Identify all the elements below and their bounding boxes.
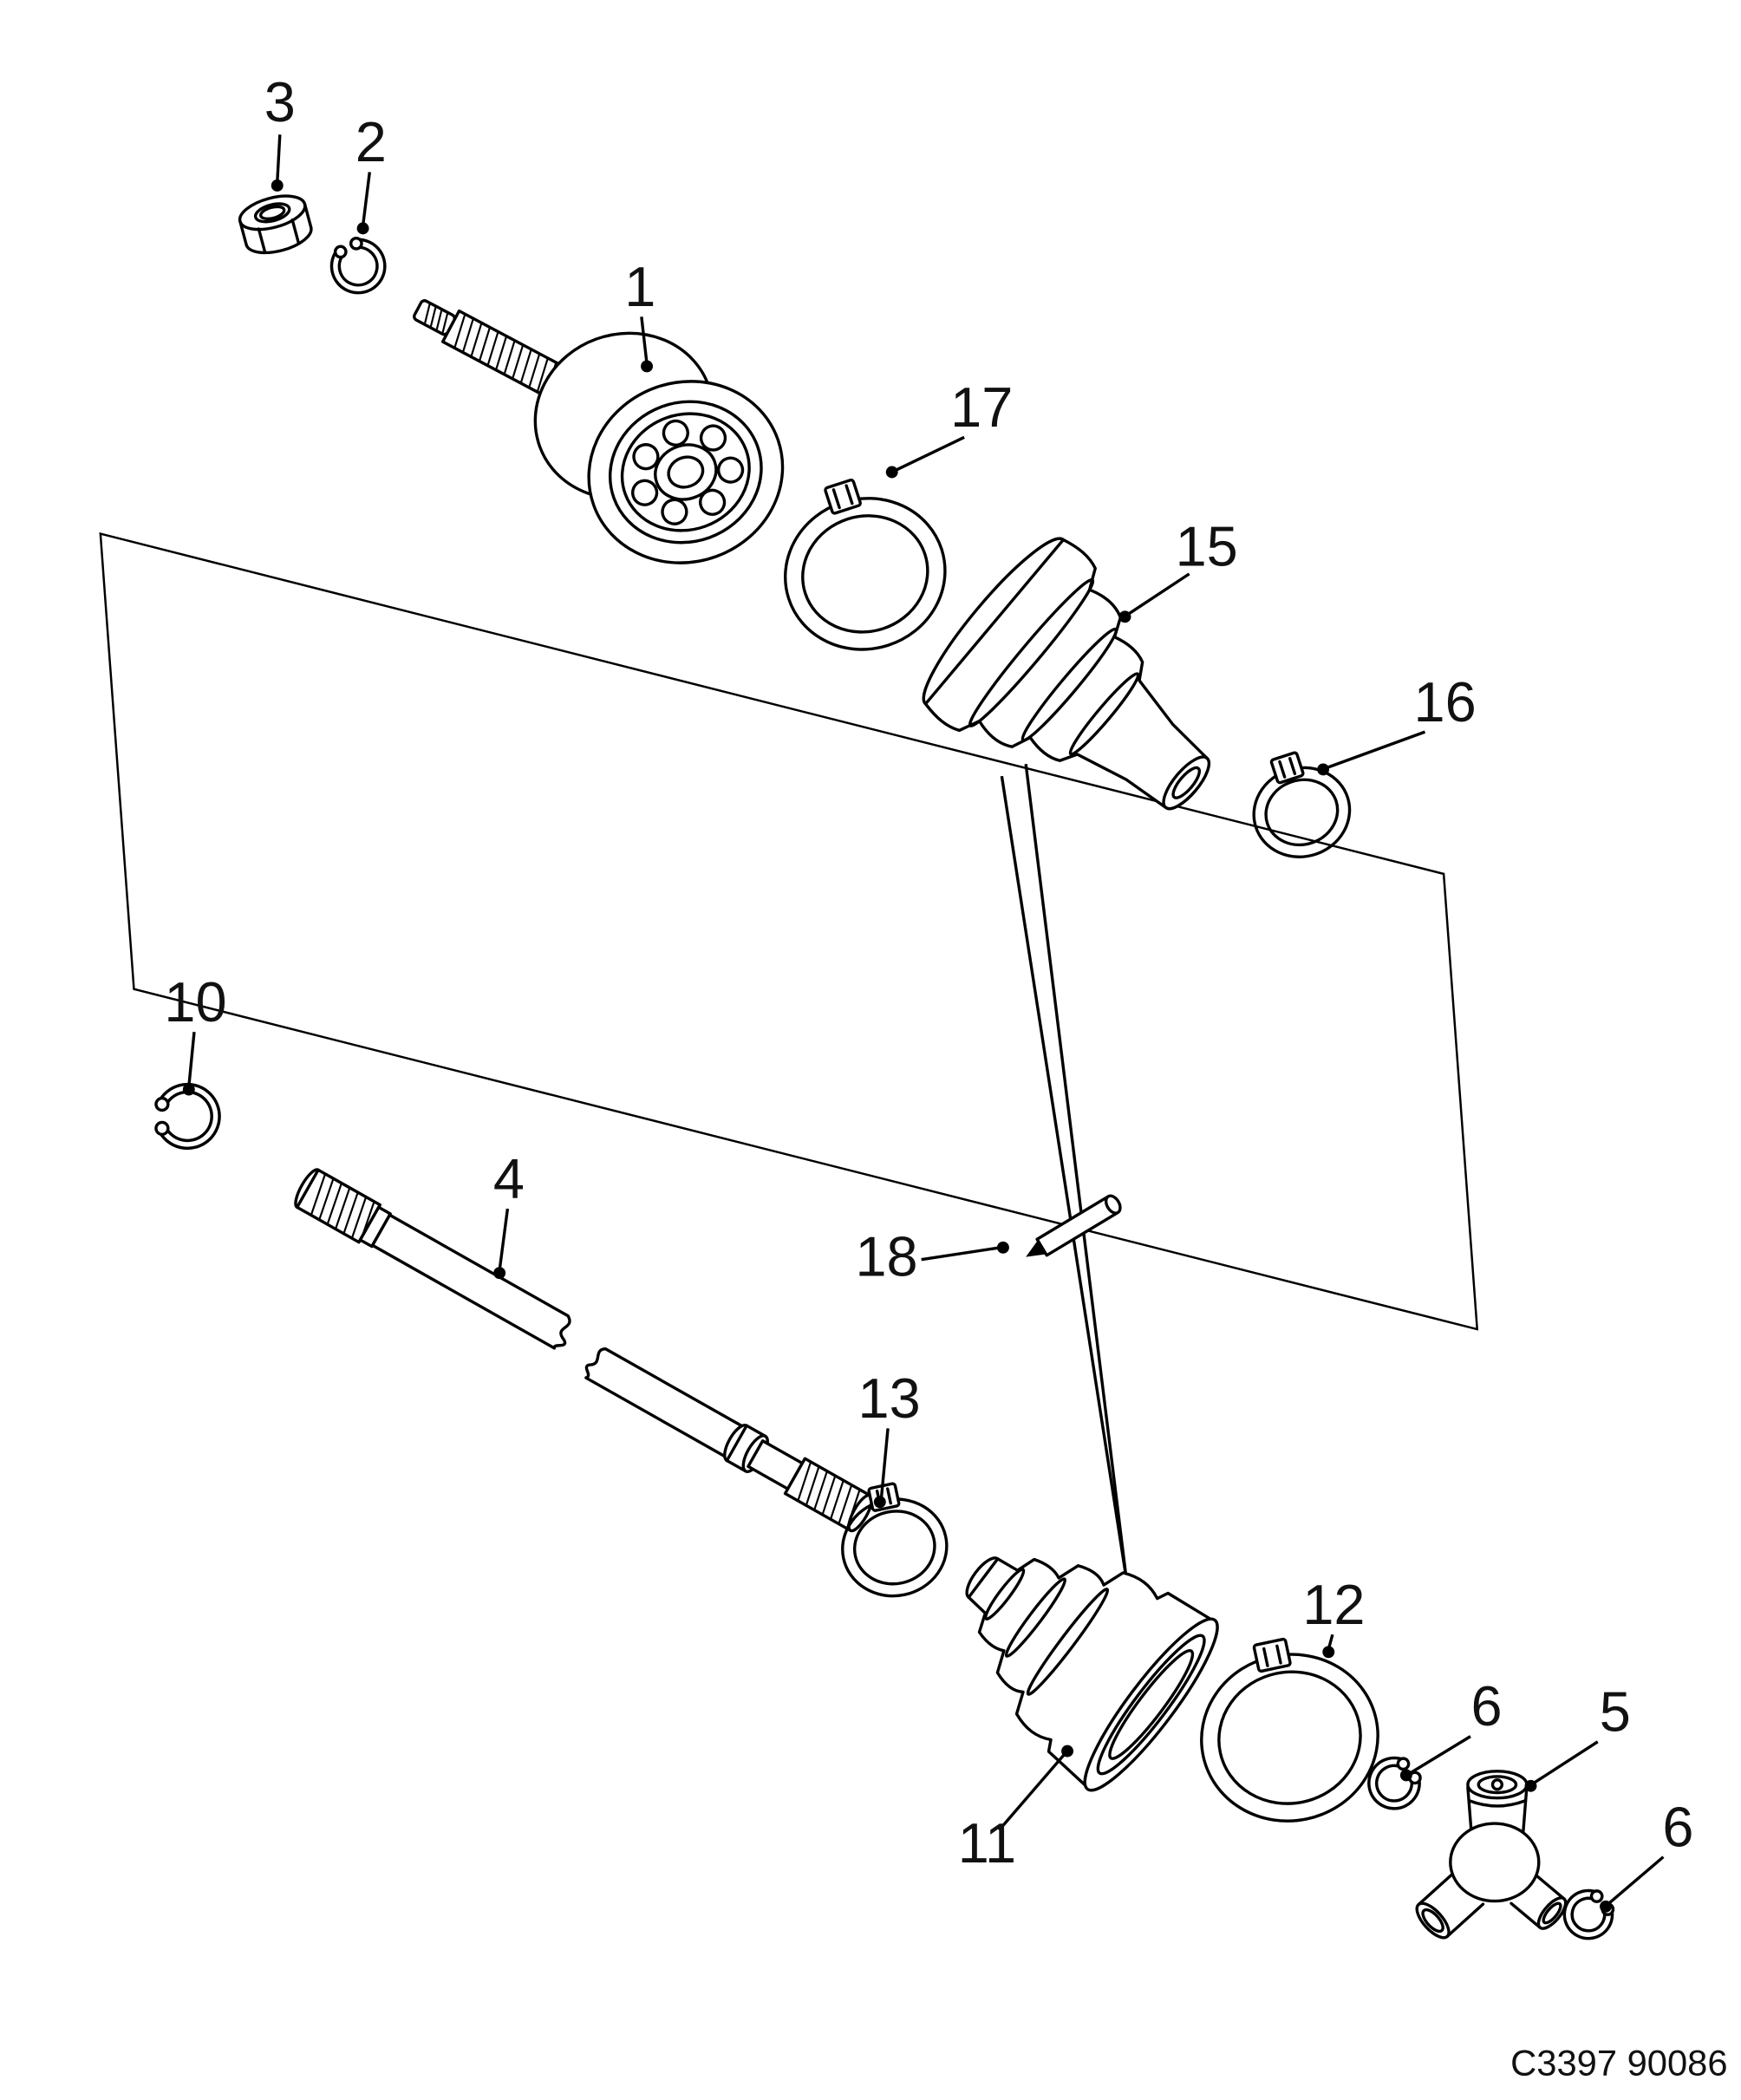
reference-plane-outline: [99, 532, 1479, 1331]
callout-label-16: 16: [1414, 670, 1477, 734]
callout-label-10: 10: [164, 970, 226, 1034]
drive-pin: [1026, 1194, 1122, 1257]
inner-cv-joint-shaft: [413, 299, 785, 564]
callout-leaders: [182, 134, 1665, 1913]
cv-joint-face: [587, 380, 785, 564]
cv-boot-inner: [922, 537, 1211, 811]
figure-code: C3397 90086: [1510, 2042, 1727, 2083]
callout-label-18: 18: [855, 1224, 917, 1288]
callout-label-12: 12: [1302, 1573, 1365, 1636]
callout-label-1: 1: [624, 255, 655, 318]
boot-clamp-17: [784, 478, 947, 651]
boot-clamp-16: [1252, 751, 1352, 858]
callout-label-5: 5: [1600, 1679, 1631, 1743]
callout-label-3: 3: [264, 70, 296, 134]
callout-label-17: 17: [950, 375, 1013, 439]
callout-label-13: 13: [858, 1366, 921, 1430]
callout-label-6a: 6: [1470, 1674, 1502, 1738]
callout-label-2: 2: [355, 110, 387, 173]
assembly-pointer-lines: [1000, 764, 1128, 1579]
callout-label-4: 4: [493, 1147, 525, 1210]
boot-clamp-12: [1200, 1637, 1379, 1823]
snap-ring-10: [154, 1082, 221, 1151]
circlip-6a: [1367, 1756, 1422, 1810]
callout-label-11: 11: [958, 1811, 1016, 1875]
callout-label-6b: 6: [1662, 1795, 1693, 1858]
cv-boot-outer: [965, 1556, 1219, 1792]
lock-nut: [238, 194, 313, 255]
intermediate-shaft: [294, 1168, 874, 1533]
circlip-6b: [1562, 1888, 1615, 1940]
lock-ring: [329, 236, 387, 295]
callout-label-15: 15: [1176, 515, 1238, 578]
tripod-joint: [1415, 1770, 1568, 1940]
